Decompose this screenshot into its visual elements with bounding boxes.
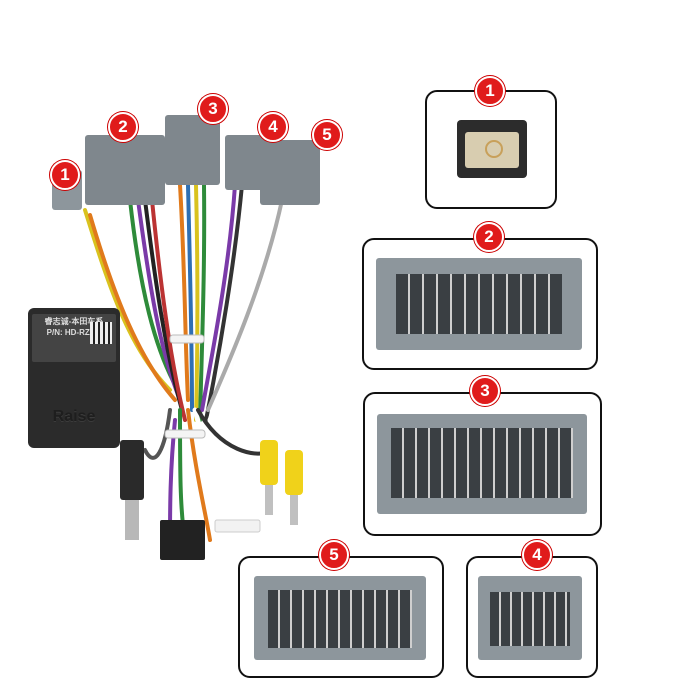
marker-3-harness: 3 — [198, 94, 228, 124]
connector-3-cavity — [391, 428, 573, 498]
marker-5-panel: 5 — [319, 540, 349, 570]
connector-2-panel — [362, 238, 598, 370]
harness-photo: 睿志诚-本田车系 P/N: HD-RZ-06 Raise 1 2 3 4 5 — [20, 90, 350, 570]
marker-1-harness: 1 — [50, 160, 80, 190]
connector-4-cavity — [490, 592, 570, 646]
marker-4-panel: 4 — [522, 540, 552, 570]
marker-1-panel: 1 — [475, 76, 505, 106]
marker-2-panel: 2 — [474, 222, 504, 252]
marker-4-harness: 4 — [258, 112, 288, 142]
connector-5-panel — [238, 556, 444, 678]
connector-1-pin — [485, 140, 503, 158]
module-line1: 睿志诚-本田车系 — [44, 317, 104, 326]
connector-3-panel — [363, 392, 602, 536]
connector-5-cavity — [268, 590, 412, 648]
module-brand: Raise — [52, 408, 96, 425]
canbus-module: 睿志诚-本田车系 P/N: HD-RZ-06 Raise — [28, 308, 120, 448]
connector-2-cavity — [396, 274, 562, 334]
marker-5-harness: 5 — [312, 120, 342, 150]
connector-4-panel — [466, 556, 598, 678]
connector-1-panel — [425, 90, 557, 209]
marker-3-panel: 3 — [470, 376, 500, 406]
qr-code — [90, 322, 112, 344]
marker-2-harness: 2 — [108, 112, 138, 142]
module-line2: P/N: HD-RZ-06 — [46, 328, 102, 337]
wire-harness-illustration — [52, 115, 320, 560]
